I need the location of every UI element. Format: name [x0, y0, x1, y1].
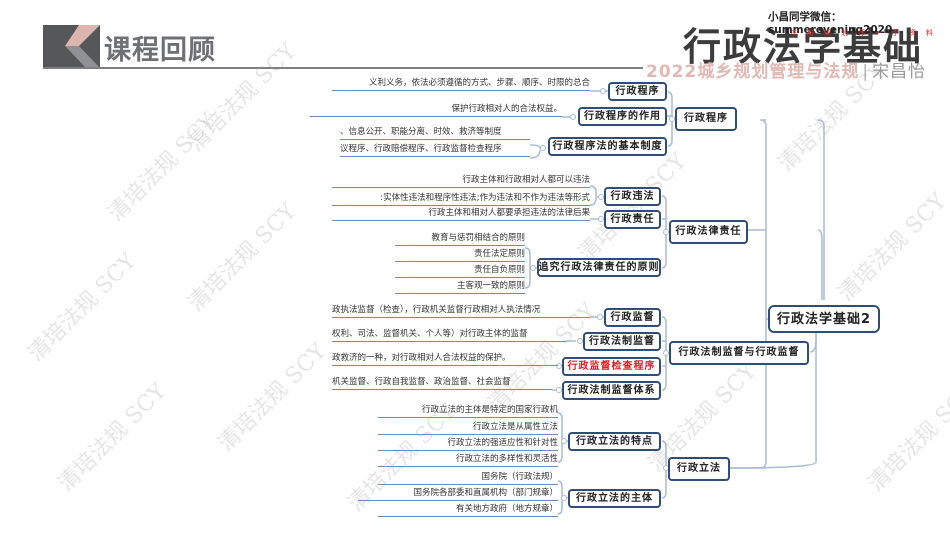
child-node-legal-supervision[interactable]: 行政法制监督	[583, 332, 661, 351]
branch-node-legislation[interactable]: 行政立法	[668, 457, 730, 481]
mindmap-root-node[interactable]: 行政法学基础2	[768, 305, 880, 333]
leaf-text: 行政主体和相对人都要承担违法的法律后果	[332, 208, 590, 221]
child-node-administrative-responsibility[interactable]: 行政责任	[604, 210, 661, 229]
leaf-text: 行政立法是从属性立法	[378, 422, 558, 435]
child-node-legislation-subjects[interactable]: 行政立法的主体	[568, 489, 661, 508]
chevron-logo-icon	[43, 25, 100, 68]
author-name: 宋昌怡	[872, 62, 927, 82]
child-node-administrative-supervision[interactable]: 行政监督	[604, 308, 661, 327]
subtitle-separator: |	[862, 62, 870, 82]
child-node-procedure-basic-system[interactable]: 行政程序法的基本制度	[548, 137, 667, 156]
leaf-text: 保护行政相对人的合法权益。	[310, 104, 562, 117]
course-subtitle: 2022城乡规划管理与法规|宋昌怡	[646, 57, 926, 82]
leaf-text: 行政立法的主体是特定的国家行政机	[378, 405, 558, 418]
child-node-procedure-function[interactable]: 行政程序的作用	[578, 107, 667, 126]
branch-node-administrative-procedure[interactable]: 行政程序	[675, 107, 737, 131]
leaf-text: 教育与惩罚相结合的原则	[395, 233, 525, 246]
leaf-text: 主客观一致的原则	[395, 281, 525, 294]
child-node-administrative-violation[interactable]: 行政违法	[604, 187, 661, 206]
leaf-text: :实体性违法和程序性违法;作为违法和不作为违法等形式	[332, 193, 590, 206]
red-tagline: 注册规划师一手资料	[790, 29, 943, 37]
leaf-text: 行政立法的强适应性和针对性	[378, 438, 558, 451]
child-node-legal-supervision-system[interactable]: 行政法制监督体系	[562, 381, 661, 400]
header-badge	[43, 25, 100, 68]
child-node-supervision-inspection-procedure[interactable]: 行政监督检查程序	[562, 357, 661, 376]
branch-node-legal-liability[interactable]: 行政法律责任	[669, 220, 748, 244]
leaf-text: 行政立法的多样性和灵活性	[378, 454, 558, 467]
leaf-text: 国务院各部委和直属机构（部门规章）	[358, 488, 558, 501]
course-title: 行政法学基础	[683, 25, 924, 69]
child-node-procedure[interactable]: 行政程序	[608, 82, 667, 101]
leaf-text: 责任法定原则	[395, 249, 525, 262]
subtitle-text: 2022城乡规划管理与法规	[646, 62, 860, 82]
child-node-liability-principles[interactable]: 追究行政法律责任的原则	[537, 258, 661, 277]
leaf-text: 政执法监督（检查），行政机关监督行政相对人执法情况	[332, 305, 590, 318]
wechat-contact: 小昌同学微信：summerevening2020	[768, 11, 893, 36]
leaf-text: 议程序、行政赔偿程序、行政监督检查程序	[340, 144, 530, 157]
page-title: 课程回顾	[104, 35, 216, 66]
branch-node-supervision[interactable]: 行政法制监督与行政监督	[669, 341, 809, 365]
leaf-text: 国务院（行政法规）	[378, 472, 558, 485]
leaf-text: 责任自负原则	[395, 265, 525, 278]
leaf-text: 机关监督、行政自我监督、政治监督、社会监督	[332, 377, 552, 390]
leaf-text: 行政主体和行政相对人都可以违法	[332, 175, 590, 188]
child-node-legislation-features[interactable]: 行政立法的特点	[568, 432, 661, 451]
leaf-text: 权利、司法、监督机关、个人等）对行政主体的监督	[332, 329, 566, 342]
leaf-text: 、信息公开、职能分离、时效、救济等制度	[340, 127, 530, 140]
header-divider	[43, 67, 643, 69]
leaf-text: 义利义务，依法必须遵循的方式、步骤、顺序、时限的总合	[332, 78, 590, 91]
leaf-text: 政救济的一种，对行政相对人合法权益的保护。	[332, 353, 558, 366]
leaf-text: 有关地方政府（地方规章）	[378, 504, 558, 517]
